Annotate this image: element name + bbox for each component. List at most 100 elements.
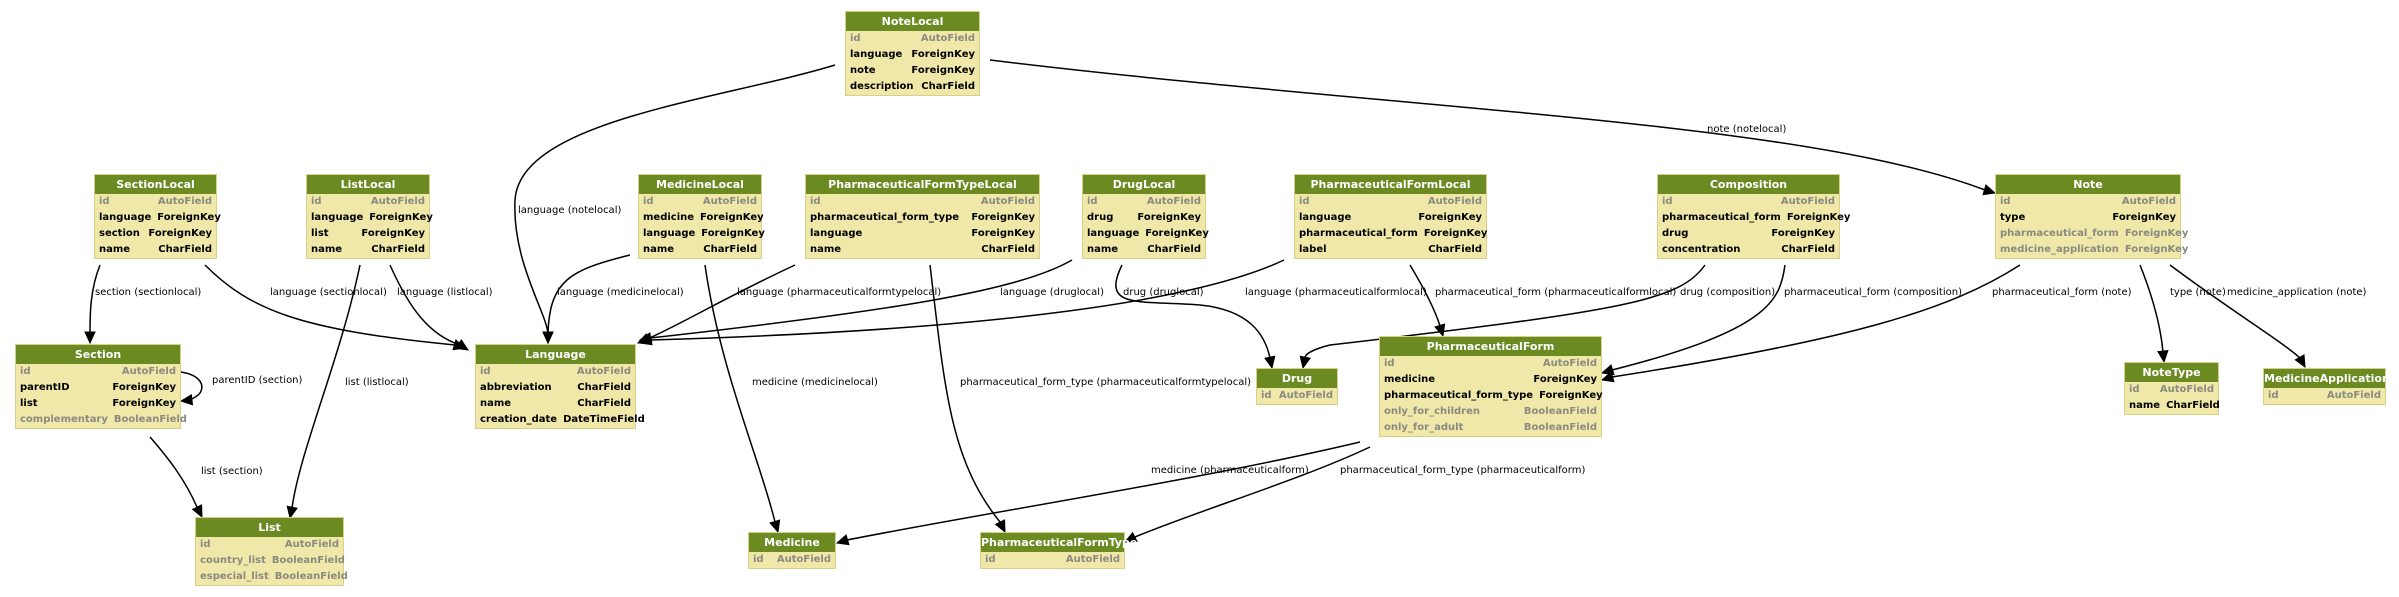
field-type: ForeignKey: [157, 212, 221, 223]
field-name: country_list: [200, 555, 266, 566]
field-name: id: [99, 196, 110, 207]
field-name: abbreviation: [480, 382, 552, 393]
field-row: list ForeignKey: [16, 396, 180, 412]
field-type: ForeignKey: [700, 212, 764, 223]
model-title: Drug: [1257, 369, 1337, 388]
field-type: ForeignKey: [1539, 390, 1603, 401]
field-type: AutoField: [1427, 196, 1482, 207]
field-row: id AutoField: [2264, 388, 2385, 404]
edge-label: pharmaceutical_form_type (pharmaceutical…: [1340, 465, 1586, 476]
field-name: drug: [1087, 212, 1114, 223]
edge-label: drug (druglocal): [1123, 287, 1204, 298]
field-type: ForeignKey: [112, 398, 176, 409]
field-name: id: [1087, 196, 1098, 207]
field-name: id: [1384, 358, 1395, 369]
field-name: name: [311, 244, 343, 255]
edge-label: pharmaceutical_form (composition): [1784, 287, 1962, 298]
field-type: ForeignKey: [1137, 212, 1201, 223]
field-name: section: [99, 228, 140, 239]
field-name: id: [1261, 390, 1272, 401]
field-type: CharField: [577, 398, 631, 409]
edge-e1: [989, 59, 1986, 191]
field-type: AutoField: [157, 196, 212, 207]
edge-e13: [649, 259, 1285, 341]
arrowhead: [1299, 355, 1311, 370]
field-name: language: [99, 212, 152, 223]
field-name: name: [2129, 400, 2161, 411]
field-type: ForeignKey: [148, 228, 212, 239]
field-name: language: [810, 228, 863, 239]
field-name: id: [2268, 390, 2279, 401]
edge-e5: [389, 264, 461, 346]
arrowhead: [1123, 531, 1138, 543]
field-name: only_for_adult: [1384, 422, 1464, 433]
field-type: ForeignKey: [1771, 228, 1835, 239]
arrowhead: [1982, 184, 1997, 196]
edge-label: type (note): [2170, 287, 2226, 298]
field-name: concentration: [1662, 244, 1741, 255]
model-title: List: [196, 518, 343, 537]
edge-e15: [1304, 264, 1706, 359]
field-name: language: [643, 228, 696, 239]
field-name: drug: [1662, 228, 1689, 239]
field-type: AutoField: [1065, 554, 1120, 565]
model-title: Composition: [1658, 175, 1839, 194]
model-title: Language: [476, 345, 635, 364]
field-type: BooleanField: [113, 414, 187, 425]
field-name: medicine_application: [2000, 244, 2119, 255]
field-type: ForeignKey: [1423, 228, 1488, 239]
field-type: CharField: [1781, 244, 1835, 255]
field-name: pharmaceutical_form_type: [810, 212, 960, 223]
model-title: ListLocal: [307, 175, 429, 194]
field-type: AutoField: [121, 366, 176, 377]
field-type: AutoField: [576, 366, 631, 377]
field-name: only_for_children: [1384, 406, 1480, 417]
field-name: list: [311, 228, 329, 239]
field-name: list: [20, 398, 38, 409]
edge-label: pharmaceutical_form_type (pharmaceutical…: [960, 377, 1252, 388]
model-title: Note: [1996, 175, 2180, 194]
field-name: pharmaceutical_form: [2000, 228, 2119, 239]
field-type: ForeignKey: [2124, 228, 2189, 239]
field-type: AutoField: [370, 196, 425, 207]
edge-e11: [649, 259, 1073, 339]
field-name: id: [1662, 196, 1673, 207]
model-title: PharmaceuticalForm: [1380, 337, 1601, 356]
model-title: NoteLocal: [846, 12, 979, 31]
field-row: section ForeignKey: [95, 226, 216, 242]
edge-e4: [204, 264, 456, 346]
edge-label: language (notelocal): [518, 205, 622, 216]
edge-label: drug (composition): [1680, 287, 1776, 298]
field-type: AutoField: [2326, 390, 2381, 401]
edge-e3: [89, 264, 101, 334]
field-name: name: [1087, 244, 1119, 255]
edge-label: language (druglocal): [1000, 287, 1104, 298]
model-title: DrugLocal: [1083, 175, 1205, 194]
edge-e6: [291, 264, 361, 509]
arrowhead: [286, 505, 298, 520]
